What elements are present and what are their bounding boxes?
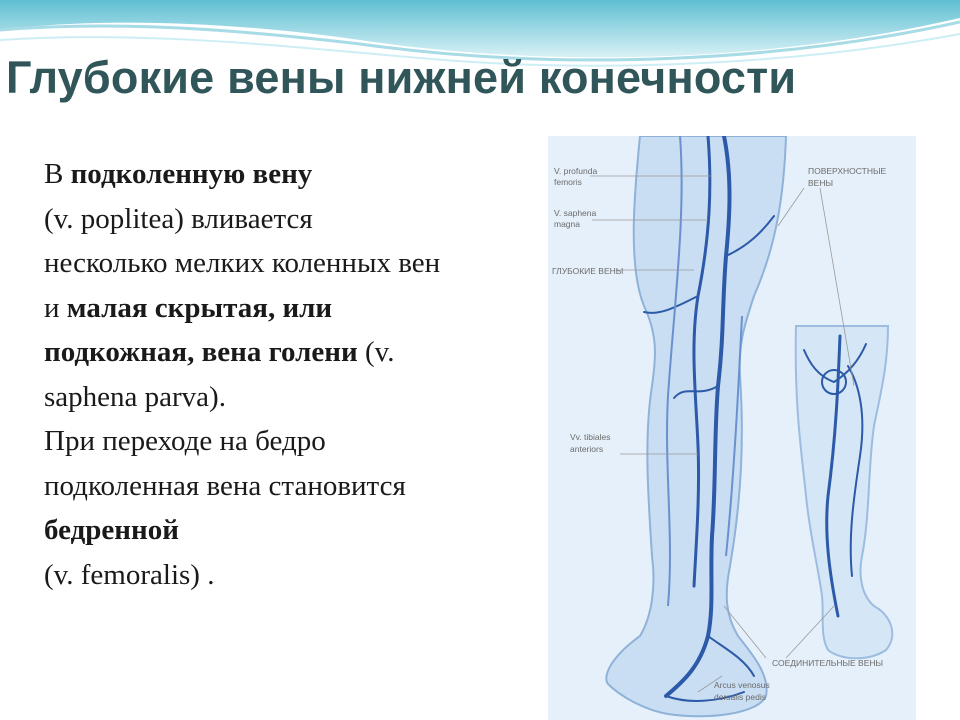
text-bold: подколенную вену (70, 158, 313, 190)
veins-right (803, 334, 867, 618)
label-saphena-2: magna (554, 219, 580, 229)
text-plain: (v. (357, 336, 395, 368)
deep-veins-left (643, 136, 775, 702)
text-bold: подкожная, вена голени (44, 336, 358, 368)
label-saphena: V. saphena (554, 208, 596, 218)
slide-title: Глубокие вены нижней конечности (6, 52, 797, 103)
label-arcus-2: dorsalis pedis (714, 692, 766, 702)
text-line-2: (v. poplitea) вливается (44, 202, 313, 235)
header-wave-decoration (0, 0, 960, 90)
label-tibiales: Vv. tibiales (570, 432, 610, 442)
text-plain: и (44, 291, 67, 324)
label-superficial-2: ВЕНЫ (808, 178, 833, 188)
text-line-7: При переходе на бедро (44, 425, 326, 457)
text-bold: бедренной (44, 514, 179, 546)
label-arcus: Arcus venosus (714, 680, 770, 690)
text-line-8: подколенная вена становится (44, 469, 406, 502)
text-line-6: saphena parva). (44, 380, 226, 413)
text-bold: малая скрытая, или (66, 291, 333, 324)
text-line-5: подкожная, вена голени (v. (44, 330, 544, 375)
text-line-9: бедренной (44, 508, 544, 553)
right-leg-outline (794, 325, 894, 660)
leg-veins-illustration: V. profunda femoris V. saphena magna ГЛУ… (548, 136, 916, 720)
label-deep-veins: ГЛУБОКИЕ ВЕНЫ (552, 266, 623, 276)
label-tibiales-2: anteriors (570, 444, 603, 454)
superficial-veins-left (666, 136, 743, 607)
text-line-3: несколько мелких коленных вен (44, 247, 441, 279)
text-plain: В (44, 158, 71, 190)
text-line-4: и малая скрытая, или (44, 286, 544, 331)
label-leader-lines (590, 175, 855, 693)
text-line-1: В подколенную вену (44, 152, 544, 197)
label-profunda: V. profunda (554, 166, 597, 176)
text-line-10: (v. femoralis) . (44, 558, 215, 591)
label-connecting: СОЕДИНИТЕЛЬНЫЕ ВЕНЫ (772, 658, 883, 668)
body-text: В подколенную вену (v. poplitea) вливает… (44, 152, 544, 597)
label-superficial: ПОВЕРХНОСТНЫЕ (808, 166, 886, 176)
label-profunda-2: femoris (554, 177, 582, 187)
